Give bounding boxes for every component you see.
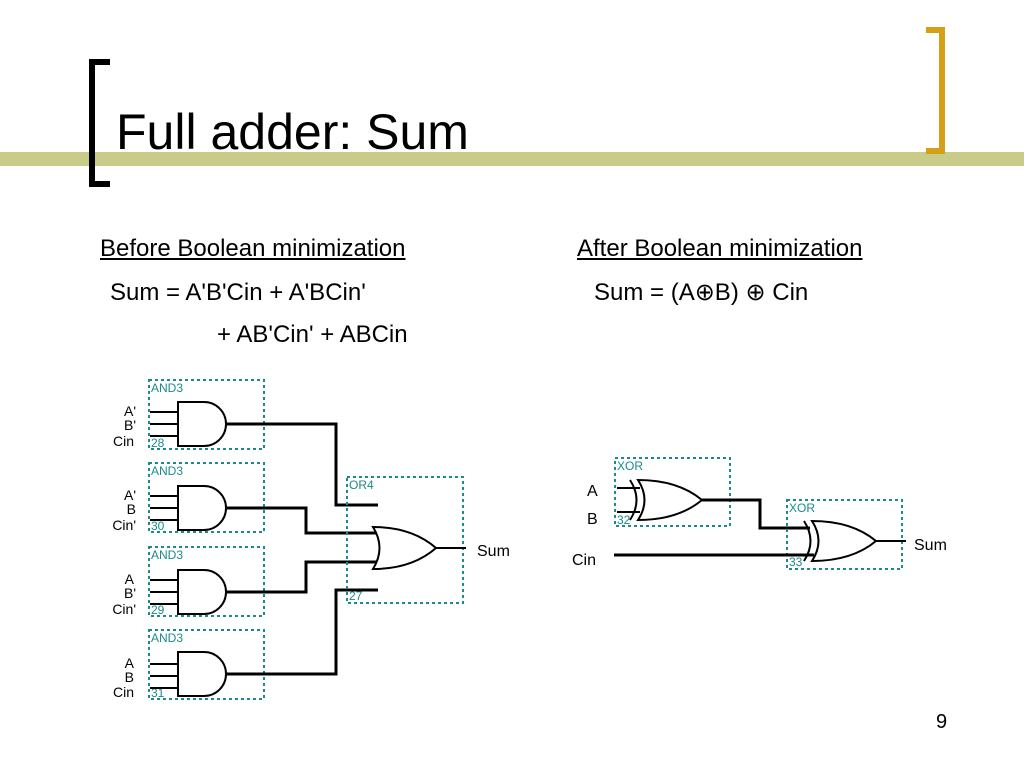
gate-box <box>148 546 265 617</box>
gate-box <box>346 476 464 604</box>
gate-type-label: AND3 <box>151 464 183 478</box>
gate-type-label: AND3 <box>151 631 183 645</box>
gate-box <box>786 499 903 570</box>
xor-output-label: Sum <box>914 537 947 554</box>
gate-type-label: OR4 <box>349 478 374 492</box>
input-label: Cin' <box>112 601 136 617</box>
xor-circuit: A B Cin XOR 32 XOR 33 Sum <box>572 457 947 570</box>
xor-gate-shape <box>810 519 878 563</box>
and-gate-29: AND3 29 A B' Cin' <box>112 546 265 617</box>
wire <box>226 588 378 676</box>
or-gate-shape <box>371 525 438 571</box>
left-bracket <box>89 59 110 187</box>
wire <box>702 498 810 530</box>
gate-type-label: AND3 <box>151 548 183 562</box>
and-gate-shape <box>177 651 227 697</box>
gate-box <box>148 379 265 450</box>
gate-box <box>148 629 265 700</box>
input-label: A <box>125 655 135 671</box>
input-label: Cin <box>113 684 134 700</box>
xor-gate-32: XOR 32 <box>614 457 731 527</box>
gate-id-label: 33 <box>789 555 803 569</box>
input-label: Cin <box>113 433 134 449</box>
wire <box>226 506 378 535</box>
and-gate-shape <box>177 401 227 447</box>
sop-circuit: AND3 28 A' B' Cin AND3 30 A' B Cin' AND3 <box>112 379 510 700</box>
and-gate-28: AND3 28 A' B' Cin <box>113 379 265 450</box>
and-gate-shape <box>177 569 227 615</box>
and-gate-31: AND3 31 A B Cin <box>113 629 265 700</box>
slide-title: Full adder: Sum <box>116 104 469 160</box>
gate-type-label: AND3 <box>151 381 183 395</box>
after-equation: Sum = (A⊕B) ⊕ Cin <box>594 279 809 306</box>
input-label: B' <box>124 585 136 601</box>
input-label: Cin' <box>112 517 136 533</box>
wire <box>226 422 378 507</box>
xor-gate-33: XOR 33 <box>786 499 903 570</box>
page-number: 9 <box>936 711 948 733</box>
xor-input-arc <box>803 520 812 562</box>
before-heading: Before Boolean minimization <box>100 235 406 262</box>
input-b-label: B <box>587 511 598 528</box>
input-label: B' <box>124 417 136 433</box>
and-gate-30: AND3 30 A' B Cin' <box>112 462 265 533</box>
xor-input-arc <box>629 479 638 521</box>
gate-box <box>148 462 265 533</box>
right-bracket <box>926 27 945 154</box>
wire <box>226 560 378 594</box>
sop-output-label: Sum <box>477 543 510 560</box>
before-equation-line1: Sum = A'B'Cin + A'BCin' <box>110 279 366 306</box>
gate-type-label: XOR <box>789 501 815 515</box>
gate-box <box>614 457 731 527</box>
input-cin-label: Cin <box>572 552 596 569</box>
gate-id-label: 31 <box>151 686 165 700</box>
before-equation-line2: + AB'Cin' + ABCin <box>217 321 408 348</box>
gate-id-label: 30 <box>151 519 165 533</box>
input-label: A' <box>124 403 136 419</box>
gate-type-label: XOR <box>617 459 643 473</box>
input-a-label: A <box>587 483 598 500</box>
after-heading: After Boolean minimization <box>577 235 863 262</box>
gate-id-label: 32 <box>617 513 631 527</box>
input-label: B <box>125 669 134 685</box>
title-accent-bar <box>0 152 1024 166</box>
input-label: B <box>127 501 136 517</box>
gate-id-label: 27 <box>349 589 363 603</box>
gate-id-label: 28 <box>151 436 165 450</box>
or-gate-27: OR4 27 <box>346 476 464 604</box>
input-label: A <box>125 571 135 587</box>
input-label: A' <box>124 487 136 503</box>
and-gate-shape <box>177 485 227 531</box>
xor-gate-shape <box>636 478 704 522</box>
gate-id-label: 29 <box>151 603 165 617</box>
